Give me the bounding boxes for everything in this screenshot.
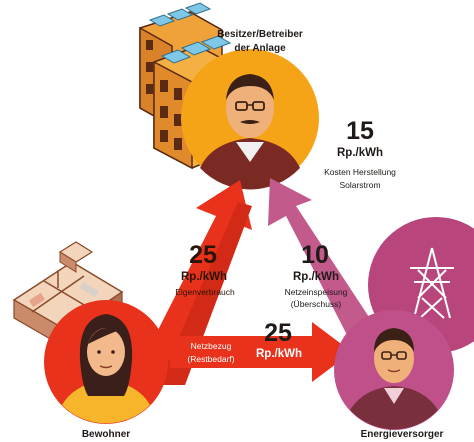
grid-purchase-unit: Rp./kWh	[256, 348, 302, 360]
utility-label: Energieversorger	[360, 429, 444, 440]
residents-label: Bewohner	[81, 429, 131, 440]
feed-in-value: 10	[301, 241, 329, 269]
self-consumption-value: 25	[189, 241, 217, 269]
owner-label-line1: Besitzer/Betreiber	[217, 29, 303, 40]
solar-cost-value: 15	[346, 117, 374, 145]
feed-in-unit: Rp./kWh	[293, 271, 339, 283]
feed-in-desc-line2: (Überschuss)	[290, 299, 342, 309]
owner-label-line2: der Anlage	[234, 43, 286, 54]
solar-cost-desc-line1: Kosten Herstellung	[324, 167, 396, 177]
grid-purchase-value: 25	[264, 319, 292, 347]
residents-avatar	[44, 300, 168, 424]
solar-cost-desc-line2: Solarstrom	[339, 180, 381, 190]
grid-purchase-desc-line1: Netzbezug	[190, 341, 232, 351]
grid-purchase-desc-line2: (Restbedarf)	[187, 354, 235, 364]
owner-avatar	[181, 49, 319, 190]
feed-in-desc-line1: Netzeinspeisung	[284, 287, 348, 297]
self-consumption-desc: Eigenverbrauch	[175, 287, 235, 297]
utility-avatar	[334, 310, 454, 430]
solar-cost-unit: Rp./kWh	[337, 147, 383, 159]
grid-purchase-arrow	[170, 322, 352, 382]
self-consumption-unit: Rp./kWh	[181, 271, 227, 283]
